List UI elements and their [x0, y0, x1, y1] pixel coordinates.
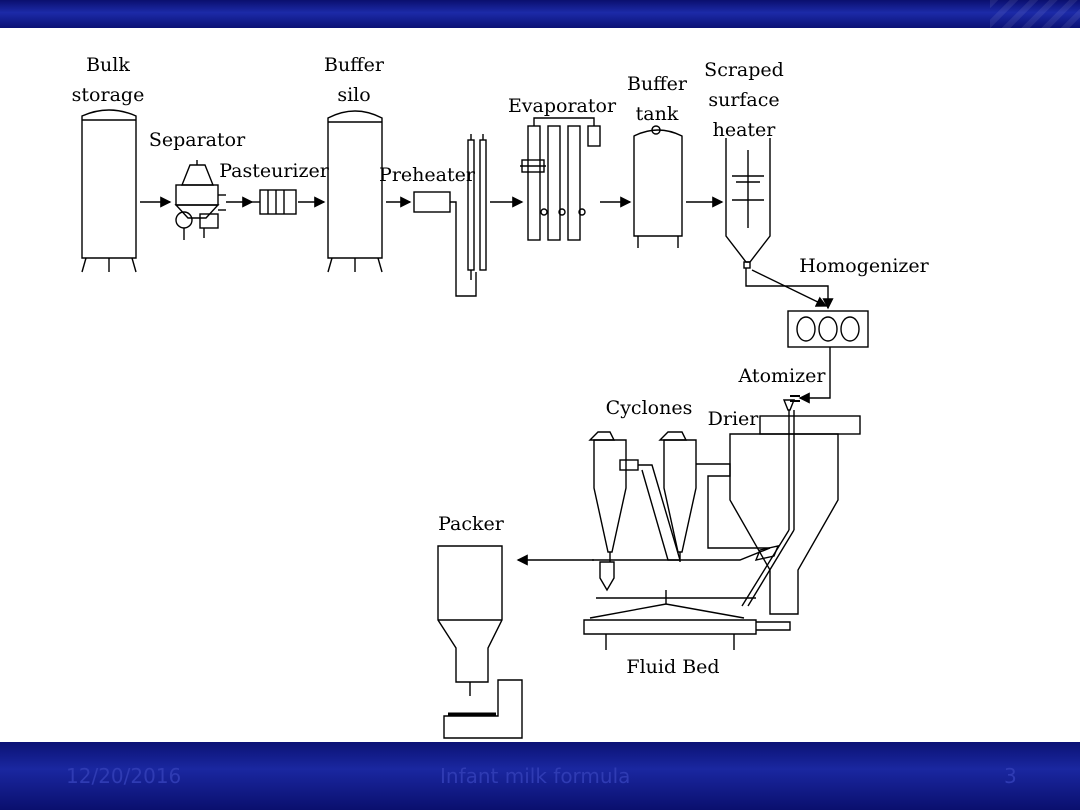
- evaporator-unit: [520, 117, 601, 241]
- label-buffer-tank-2: tank: [636, 103, 679, 125]
- label-packer: Packer: [438, 513, 505, 535]
- buffer-tank: [633, 125, 683, 248]
- label-cyclones: Cyclones: [606, 397, 693, 419]
- label-buffer-silo-2: silo: [337, 84, 370, 106]
- pasteurizer-unit: [252, 189, 297, 215]
- bottom-banner: [0, 742, 1080, 810]
- label-preheater: Preheater: [379, 164, 476, 186]
- label-scraped-3: heater: [713, 119, 777, 141]
- footer-date: 12/20/2016: [66, 764, 182, 788]
- cyclone-left: [588, 431, 756, 599]
- separator-unit: [174, 160, 226, 240]
- banner-accent: [990, 0, 1080, 28]
- footer-page-number: 3: [1004, 764, 1017, 788]
- preheater-unit: [413, 134, 487, 297]
- packer-unit: [437, 545, 523, 739]
- label-buffer-tank-1: Buffer: [627, 73, 688, 95]
- label-fluid-bed: Fluid Bed: [626, 656, 719, 678]
- label-bulk-storage-1: Bulk: [86, 54, 130, 76]
- atomizer-marker: [790, 395, 800, 402]
- label-atomizer: Atomizer: [738, 365, 827, 387]
- label-scraped-1: Scraped: [704, 59, 784, 81]
- label-bulk-storage-2: storage: [72, 84, 145, 106]
- top-banner: [0, 0, 1080, 28]
- label-buffer-silo-1: Buffer: [324, 54, 385, 76]
- cyclone-right: [592, 431, 780, 562]
- process-flow-diagram: Bulk storage Separator Pasteurizer Buffer…: [72, 54, 930, 739]
- spray-drier: [729, 399, 861, 615]
- label-homogenizer: Homogenizer: [799, 255, 929, 277]
- label-pasteurizer: Pasteurizer: [219, 160, 330, 182]
- fluid-bed: [583, 590, 791, 650]
- label-scraped-2: surface: [708, 89, 779, 111]
- label-separator: Separator: [149, 129, 246, 151]
- label-drier: Drier: [708, 408, 760, 430]
- footer-title: Infant milk formula: [440, 764, 631, 788]
- flow-arrows: [140, 196, 834, 566]
- homogenizer-unit: [787, 310, 869, 348]
- label-evaporator: Evaporator: [508, 95, 617, 117]
- bulk-storage-tank: [81, 109, 137, 273]
- buffer-silo-tank: [327, 110, 383, 273]
- scraped-surface-heater: [725, 138, 771, 269]
- diagram-labels: Bulk storage Separator Pasteurizer Buffer…: [72, 54, 930, 678]
